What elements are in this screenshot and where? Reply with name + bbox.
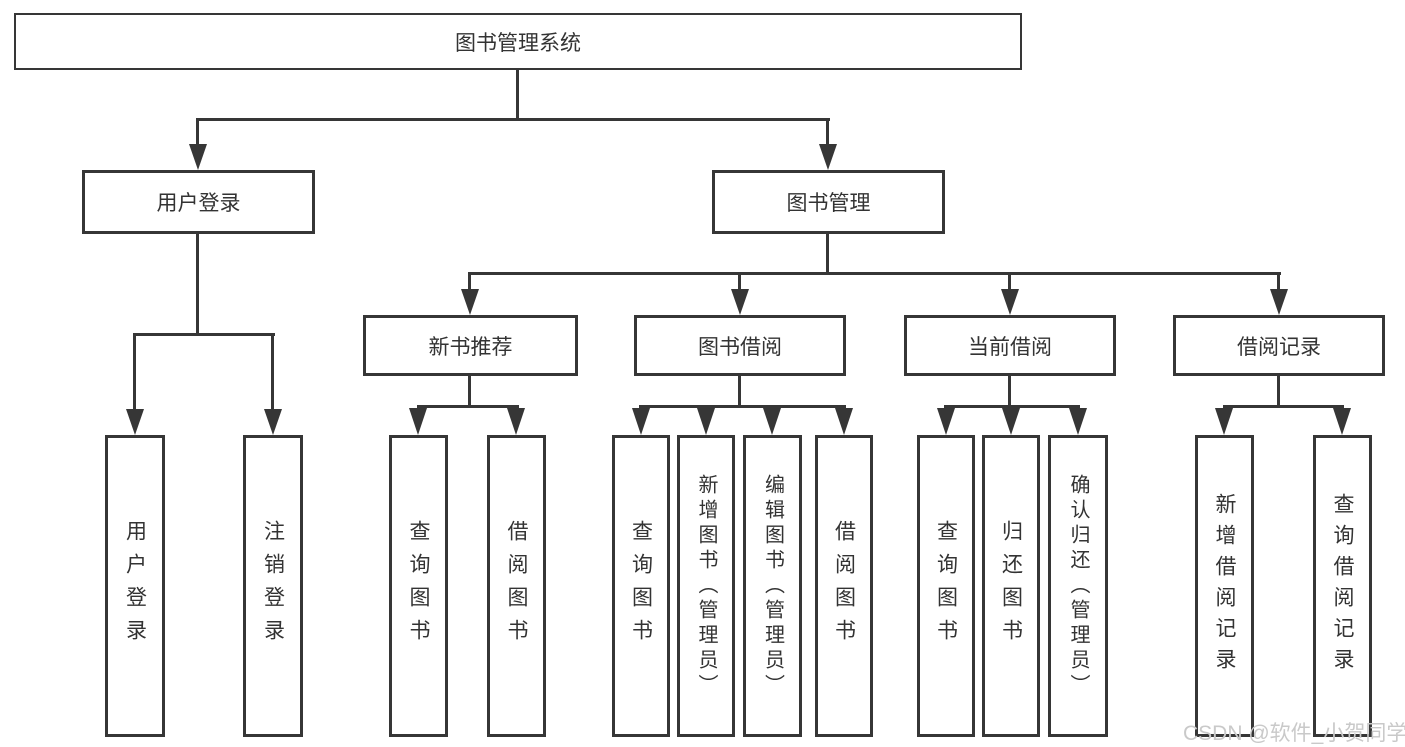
connector-line <box>196 233 199 336</box>
leaf-bb-edit-books-admin: 编辑图书（管理员） <box>743 435 802 737</box>
leaf-logout: 注销登录 <box>243 435 303 737</box>
leaf-label: 注销登录 <box>261 520 285 652</box>
leaf-label: 编辑图书（管理员） <box>761 473 784 699</box>
connector-line <box>826 118 829 146</box>
leaf-label: 归还图书 <box>999 520 1023 652</box>
connector-line <box>516 69 519 120</box>
leaf-label: 确认归还（管理员） <box>1067 473 1089 699</box>
csdn-watermark: CSDN @软件_小贺同学 <box>1183 722 1405 745</box>
leaf-user-login: 用户登录 <box>105 435 165 737</box>
connector-line <box>133 333 136 411</box>
leaf-label: 查询图书 <box>629 520 653 652</box>
node-book-borrowing: 图书借阅 <box>634 315 846 376</box>
connector-line <box>468 375 471 408</box>
arrow-down-icon <box>1270 289 1288 315</box>
leaf-label: 借阅图书 <box>832 520 856 652</box>
node-label: 新书推荐 <box>428 335 513 359</box>
arrow-down-icon <box>632 408 650 435</box>
connector-line <box>1277 375 1280 408</box>
leaf-label: 用户登录 <box>123 520 147 652</box>
connector-line <box>738 375 741 408</box>
node-label: 图书管理系统 <box>455 31 581 55</box>
node-label: 借阅记录 <box>1237 335 1321 359</box>
leaf-label: 查询借阅记录 <box>1331 493 1354 679</box>
node-user-login-branch: 用户登录 <box>82 170 315 234</box>
arrow-down-icon <box>819 144 837 170</box>
arrow-down-icon <box>835 408 853 435</box>
arrow-down-icon <box>409 408 427 435</box>
arrow-down-icon <box>189 144 207 170</box>
connector-line <box>738 272 741 292</box>
arrow-down-icon <box>126 409 144 435</box>
leaf-label: 新增图书（管理员） <box>695 473 717 699</box>
arrow-down-icon <box>697 408 715 435</box>
connector-line <box>826 233 829 275</box>
leaf-cb-confirm-return-admin: 确认归还（管理员） <box>1048 435 1108 737</box>
node-current-borrowing: 当前借阅 <box>904 315 1116 376</box>
arrow-down-icon <box>1001 289 1019 315</box>
connector-line <box>1277 272 1280 292</box>
arrow-down-icon <box>1333 408 1351 435</box>
connector-line <box>133 333 275 336</box>
node-book-management-branch: 图书管理 <box>712 170 945 234</box>
node-library-management-system: 图书管理系统 <box>14 13 1022 70</box>
arrow-down-icon <box>731 289 749 315</box>
connector-line <box>196 118 830 121</box>
arrow-down-icon <box>507 408 525 435</box>
leaf-br-query-record: 查询借阅记录 <box>1313 435 1372 737</box>
arrow-down-icon <box>461 289 479 315</box>
leaf-br-add-record: 新增借阅记录 <box>1195 435 1254 737</box>
leaf-cb-return-books: 归还图书 <box>982 435 1040 737</box>
connector-line <box>417 405 519 408</box>
arrow-down-icon <box>264 409 282 435</box>
arrow-down-icon <box>763 408 781 435</box>
node-borrowing-records: 借阅记录 <box>1173 315 1385 376</box>
node-label: 图书管理 <box>786 192 871 215</box>
leaf-bb-borrow-books: 借阅图书 <box>815 435 873 737</box>
node-label: 用户登录 <box>156 192 241 215</box>
connector-line <box>944 405 1080 408</box>
leaf-nb-borrow-books: 借阅图书 <box>487 435 546 737</box>
node-new-book-recommendation: 新书推荐 <box>363 315 578 376</box>
connector-line <box>1008 272 1011 292</box>
leaf-cb-query-books: 查询图书 <box>917 435 975 737</box>
connector-line <box>1008 375 1011 408</box>
connector-line <box>468 272 471 292</box>
leaf-label: 新增借阅记录 <box>1213 493 1236 679</box>
leaf-label: 查询图书 <box>934 520 958 652</box>
leaf-bb-add-books-admin: 新增图书（管理员） <box>677 435 735 737</box>
node-label: 当前借阅 <box>968 335 1052 359</box>
leaf-nb-query-books: 查询图书 <box>389 435 448 737</box>
connector-line <box>196 118 199 146</box>
connector-line <box>468 272 1281 275</box>
leaf-label: 查询图书 <box>407 520 430 652</box>
leaf-label: 借阅图书 <box>505 520 528 652</box>
arrow-down-icon <box>1002 408 1020 435</box>
leaf-bb-query-books: 查询图书 <box>612 435 670 737</box>
arrow-down-icon <box>937 408 955 435</box>
node-label: 图书借阅 <box>698 335 782 359</box>
connector-line <box>639 405 846 408</box>
connector-line <box>1223 405 1344 408</box>
connector-line <box>271 333 274 411</box>
arrow-down-icon <box>1215 408 1233 435</box>
arrow-down-icon <box>1069 408 1087 435</box>
